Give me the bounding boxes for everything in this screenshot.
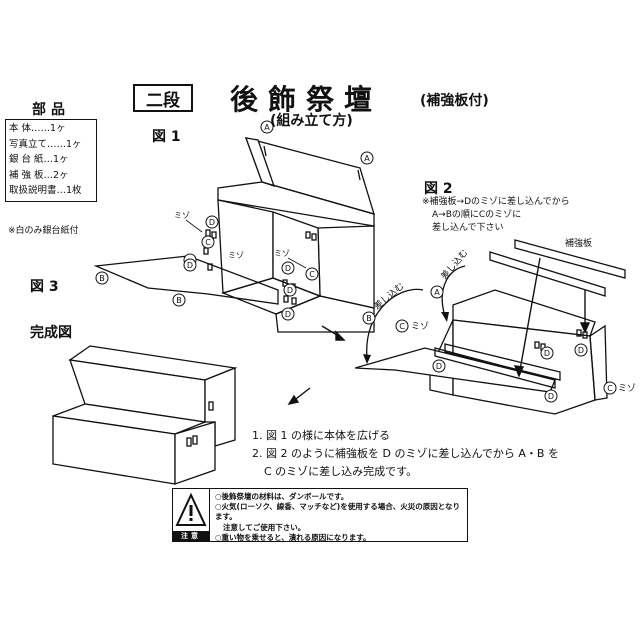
figure-2-note-line: A→Bの順にCのミゾに bbox=[432, 210, 522, 220]
fig2-label-d: D bbox=[544, 349, 550, 358]
parts-note: ※白のみ銀台紙付 bbox=[8, 226, 79, 236]
fig2-label-d: D bbox=[578, 346, 584, 355]
fig1-label-mizo: ミゾ bbox=[274, 249, 290, 258]
instruction-step: C のミゾに差し込み完成です。 bbox=[264, 465, 418, 478]
fig1-label-d: D bbox=[287, 286, 293, 295]
fig1-label-d: D bbox=[285, 310, 291, 319]
caution-caption: 注意 bbox=[173, 531, 209, 541]
caution-box: 注意 ○後飾祭壇の材料は、ダンボールです。 ○火気(ローソク、線香、マッチなど)… bbox=[172, 488, 468, 542]
fig1-label-b: B bbox=[176, 296, 182, 305]
parts-list: 部品 本 体……1ヶ 写真立て……1ヶ 銀 台 紙…1ヶ 補 強 板…2ヶ 取扱… bbox=[5, 101, 97, 202]
caution-line: ○火気(ローソク、線香、マッチなど)を使用する場合、火災の原因となります。 bbox=[215, 502, 460, 522]
fig2-label-c: C bbox=[399, 322, 405, 331]
page-subtitle-assembly: (組み立て方) bbox=[270, 113, 353, 129]
page-subtitle: (補強板付) bbox=[420, 93, 489, 109]
fig1-label-d: D bbox=[187, 261, 193, 270]
parts-item: 補 強 板…2ヶ bbox=[9, 169, 69, 181]
fig1-label-a: A bbox=[264, 123, 270, 132]
figure-2-drawing: B A C D D D D C 補強板 ミゾ ミゾ 差し込む 差し込む bbox=[355, 237, 636, 415]
fig1-label-c: C bbox=[309, 270, 315, 279]
caution-line: ○重い物を乗せると、潰れる原因になります。 bbox=[215, 532, 371, 542]
fig2-label-d: D bbox=[436, 362, 442, 371]
caution-line: 注意してご使用下さい。 bbox=[223, 522, 306, 532]
fig2-label-c-mizo: ミゾ bbox=[618, 383, 636, 394]
fig1-label-c: C bbox=[205, 238, 211, 247]
figure-2-note-line: ※補強板→Dのミゾに差し込んでから bbox=[422, 197, 570, 207]
fig2-label-d: D bbox=[548, 392, 554, 401]
caution-line: ○後飾祭壇の材料は、ダンボールです。 bbox=[215, 492, 349, 501]
parts-heading: 部品 bbox=[32, 102, 70, 118]
parts-items: 本 体……1ヶ 写真立て……1ヶ 銀 台 紙…1ヶ 補 強 板…2ヶ 取扱説明書… bbox=[5, 119, 97, 202]
figure-2-label: 図 2 bbox=[424, 181, 453, 197]
figure-3-label: 図 3 bbox=[30, 279, 59, 295]
fig1-label-b: B bbox=[99, 274, 105, 283]
instruction-steps: 1. 図 1 の様に本体を広げる 2. 図 2 のように補強板を D のミゾに差… bbox=[252, 427, 559, 481]
fig2-label-c: C bbox=[607, 384, 613, 393]
fig2-label-a-insert: 差し込む bbox=[438, 247, 470, 282]
fig2-label-b: B bbox=[366, 314, 372, 323]
page-title: 後飾祭壇 bbox=[230, 83, 383, 116]
caution-text: ○後飾祭壇の材料は、ダンボールです。 ○火気(ローソク、線香、マッチなど)を使用… bbox=[215, 492, 467, 543]
fig2-label-a: A bbox=[434, 288, 440, 297]
parts-item: 本 体……1ヶ bbox=[9, 123, 66, 134]
completed-figure-label: 完成図 bbox=[30, 325, 72, 341]
instruction-step: 1. 図 1 の様に本体を広げる bbox=[252, 429, 390, 442]
caution-icon-area: 注意 bbox=[173, 489, 210, 541]
figure-1-label: 図 1 bbox=[152, 129, 181, 145]
fig1-label-d: D bbox=[285, 264, 291, 273]
fig2-label-b-insert: 差し込む bbox=[371, 280, 406, 312]
fig2-label-hokyoban: 補強板 bbox=[565, 237, 592, 249]
instruction-step: 2. 図 2 のように補強板を D のミゾに差し込んでから A・B を bbox=[252, 447, 559, 460]
fig1-label-d: D bbox=[209, 218, 215, 227]
completed-figure-drawing bbox=[52, 345, 238, 485]
fig1-label-mizo: ミゾ bbox=[174, 211, 190, 220]
fig1-label-a: A bbox=[364, 154, 370, 163]
flow-arrows bbox=[287, 325, 346, 406]
figure-1-drawing: A A D C D C D B D D B ミゾ ミゾ ミゾ bbox=[93, 120, 375, 333]
parts-item: 取扱説明書…1枚 bbox=[9, 185, 82, 196]
parts-item: 写真立て……1ヶ bbox=[9, 138, 82, 150]
header-tag: 二段 bbox=[133, 84, 193, 112]
warning-triangle-icon bbox=[175, 492, 207, 526]
fig1-label-mizo: ミゾ bbox=[228, 251, 244, 260]
figure-2-note: ※補強板→Dのミゾに差し込んでから A→Bの順にCのミゾに 差し込んで下さい bbox=[422, 196, 570, 235]
parts-item: 銀 台 紙…1ヶ bbox=[9, 154, 69, 165]
figure-2-note-line: 差し込んで下さい bbox=[432, 223, 504, 233]
fig2-label-c-mizo: ミゾ bbox=[411, 321, 429, 332]
